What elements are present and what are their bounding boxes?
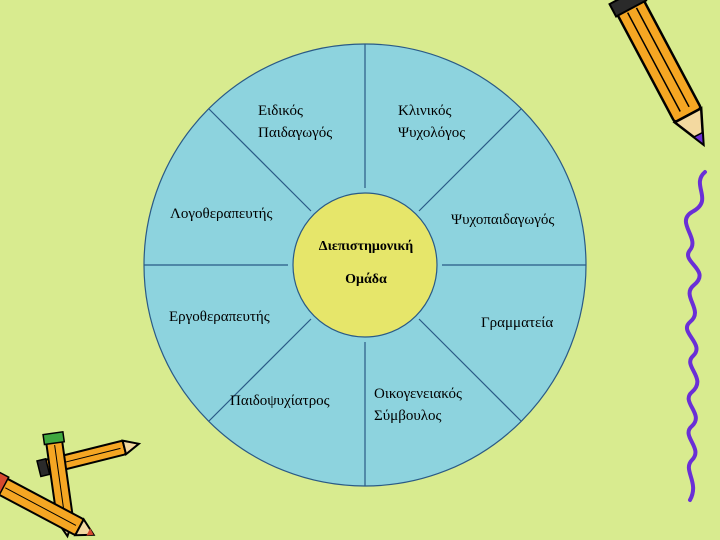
segment-label-speech-therapist: Λογοθεραπευτής — [170, 206, 273, 222]
segment-label-family-counselor-2: Σύμβουλος — [374, 408, 442, 424]
segment-label-clinical-psychologist-2: Ψυχολόγος — [398, 125, 465, 141]
segment-label-occupational-therapist: Εργοθεραπευτής — [169, 309, 270, 325]
pencil-icon — [608, 0, 705, 148]
segment-label-clinical-psychologist: Κλινικός — [398, 103, 452, 119]
squiggle-line — [684, 170, 707, 502]
segment-label-special-educator-2: Παιδαγωγός — [258, 125, 332, 141]
center-hub — [292, 192, 438, 338]
spoke-bottom-left — [208, 318, 312, 422]
spoke-top-left — [208, 108, 312, 212]
segment-label-psychoeducator: Ψυχοπαιδαγωγός — [451, 212, 554, 228]
wheel-spokes — [144, 44, 586, 486]
segment-label-special-educator: Ειδικός — [258, 103, 303, 119]
segment-label-child-psychiatrist: Παιδοψυχίατρος — [230, 393, 330, 409]
center-label-line2: Ομάδα — [345, 272, 387, 287]
segment-label-family-counselor: Οικογενειακός — [374, 386, 462, 402]
spoke-top-right — [418, 108, 522, 212]
crossed-pencils-icon — [0, 430, 142, 539]
center-label-line1: Διεπιστημονική — [319, 239, 413, 254]
spoke-bottom-right — [418, 318, 522, 422]
segment-label-secretariat: Γραμματεία — [481, 315, 553, 331]
